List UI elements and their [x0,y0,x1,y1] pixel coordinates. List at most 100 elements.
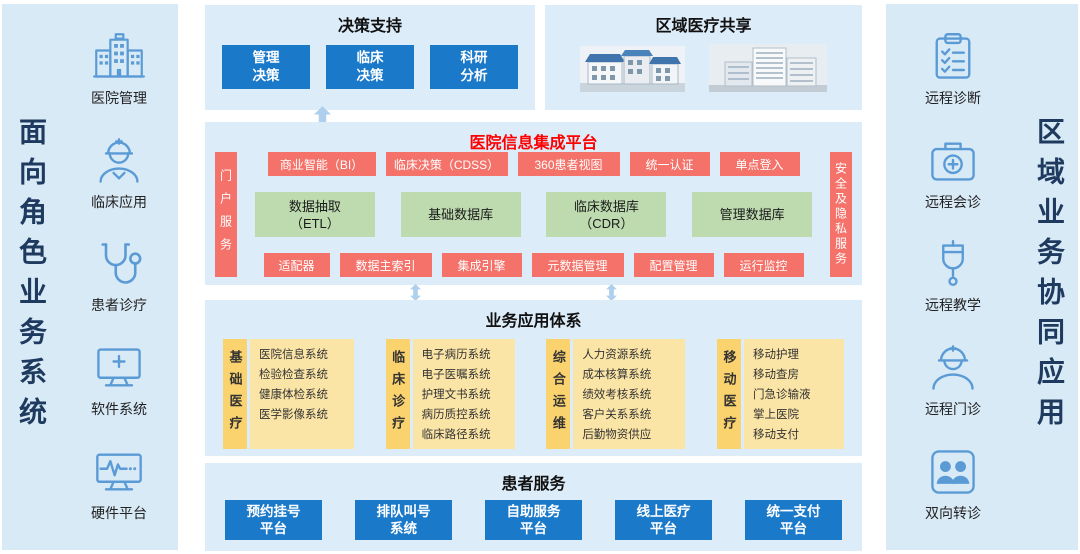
left-item-label: 临床应用 [91,193,147,210]
bi-box: 商业智能（BI） [267,152,376,176]
appointment-registration-button: 预约挂号 平台 [225,500,322,540]
right-item-two-way-referral: 双向转诊 [925,446,981,523]
left-item-label: 患者诊疗 [91,297,147,314]
left-item-clinical-application: 临床应用 [91,135,147,212]
left-panel: 面向角色业务系统 [2,4,178,550]
unified-payment-button: 统一支付 平台 [745,500,842,540]
group-basic-medical: 基础医疗 医院信息系统 检验检查系统 健康体检系统 医学影像系统 [223,339,354,449]
list-item: 绩效考核系统 [582,389,652,401]
group-list: 移动护理 移动查房 门急诊输液 掌上医院 移动支付 [743,339,844,449]
left-item-patient-care: 患者诊疗 [91,238,147,315]
list-item: 健康体检系统 [259,389,328,401]
patient-service-buttons: 预约挂号 平台 排队叫号 系统 自助服务 平台 线上医疗 平台 统一支付 平台 [205,500,862,540]
business-apps-title: 业务应用体系 [485,313,582,330]
group-clinical-care: 临床诊疗 电子病历系统 电子医嘱系统 护理文书系统 病历质控系统 临床路径系统 [385,339,515,449]
list-item: 人力资源系统 [582,349,652,361]
queue-calling-button: 排队叫号 系统 [355,500,452,540]
left-item-label: 软件系统 [91,401,147,418]
list-item: 医院信息系统 [259,349,328,361]
double-arrow-right [604,284,619,306]
list-item: 电子医嘱系统 [421,369,491,381]
cdr-box: 临床数据库 （CDR） [546,192,667,237]
management-decision-button: 管理 决策 [222,45,310,89]
base-db-box: 基础数据库 [400,192,521,237]
double-arrow-left [408,284,423,306]
hospital-photo-2 [709,44,827,92]
up-arrow [314,106,331,128]
group-list: 医院信息系统 检验检查系统 健康体检系统 医学影像系统 [250,339,354,449]
list-item: 电子病历系统 [421,349,491,361]
two-people-icon [927,446,979,498]
doctor-cap-icon [927,342,979,394]
hospital-photo-1 [580,46,685,92]
stethoscope-icon [93,238,145,290]
right-item-remote-teaching: 远程教学 [925,238,981,315]
platform-row-2: 数据抽取 （ETL） 基础数据库 临床数据库 （CDR） 管理数据库 [247,192,820,237]
right-item-remote-outpatient: 远程门诊 [925,342,981,419]
left-item-label: 硬件平台 [91,504,147,521]
research-analysis-button: 科研 分析 [430,45,518,89]
medical-kit-icon [927,135,979,187]
list-item: 移动护理 [752,349,799,361]
right-item-remote-consultation: 远程会诊 [925,135,981,212]
left-icon-list: 医院管理 临床应用 [60,4,178,550]
left-panel-title: 面向角色业务系统 [16,117,47,437]
group-label: 临床诊疗 [385,339,410,449]
list-item: 客户关系系统 [582,409,652,421]
metadata-box: 元数据管理 [531,253,624,277]
integration-platform-body: 门户服务 安全及隐私服务 商业智能（BI） 临床决策（CDSS） 360患者视图… [205,152,862,277]
list-item: 护理文书系统 [421,389,491,401]
list-item: 病历质控系统 [421,409,491,421]
adapter-box: 适配器 [263,253,330,277]
left-item-hardware-platform: 硬件平台 [91,446,147,523]
integration-platform-section: 医院信息集成平台 门户服务 安全及隐私服务 商业智能（BI） 临床决策（CDSS… [205,122,862,285]
cdss-box: 临床决策（CDSS） [385,152,508,176]
decision-support-title: 决策支持 [337,18,402,35]
runtime-monitor-box: 运行监控 [723,253,804,277]
group-list: 电子病历系统 电子医嘱系统 护理文书系统 病历质控系统 临床路径系统 [412,339,515,449]
list-item: 医学影像系统 [259,409,328,421]
group-operations: 综合运维 人力资源系统 成本核算系统 绩效考核系统 客户关系系统 后勤物资供应 [546,339,686,449]
right-item-label: 远程诊断 [925,90,981,107]
right-icon-list: 远程诊断 远程会诊 [886,4,1020,550]
platform-row-3: 适配器 数据主索引 集成引擎 元数据管理 配置管理 运行监控 [247,253,820,277]
mgmt-db-box: 管理数据库 [692,192,813,237]
clinical-decision-button: 临床 决策 [326,45,414,89]
group-mobile-medical: 移动医疗 移动护理 移动查房 门急诊输液 掌上医院 移动支付 [716,339,844,449]
mpi-box: 数据主索引 [339,253,432,277]
list-item: 掌上医院 [752,409,799,421]
hospital-building-icon [93,31,145,83]
group-label: 移动医疗 [716,339,741,449]
list-item: 门急诊输液 [752,389,811,401]
right-panel-title: 区域业务协同应用 [1034,117,1065,437]
business-groups: 基础医疗 医院信息系统 检验检查系统 健康体检系统 医学影像系统 临床诊疗 电子… [205,339,862,449]
platform-row-1: 商业智能（BI） 临床决策（CDSS） 360患者视图 统一认证 单点登入 [247,152,820,176]
right-panel: 远程诊断 远程会诊 [886,4,1078,550]
platform-rows: 商业智能（BI） 临床决策（CDSS） 360患者视图 统一认证 单点登入 数据… [247,152,820,277]
group-label: 综合运维 [546,339,571,449]
decision-buttons: 管理 决策 临床 决策 科研 分析 [205,45,535,89]
unified-auth-box: 统一认证 [629,152,710,176]
right-item-label: 远程会诊 [925,193,981,210]
integration-engine-box: 集成引擎 [441,253,522,277]
left-item-hospital-management: 医院管理 [91,31,147,108]
list-item: 移动支付 [752,429,799,441]
left-item-label: 医院管理 [91,90,147,107]
list-item: 临床路径系统 [421,429,491,441]
business-apps-section: 业务应用体系 基础医疗 医院信息系统 检验检查系统 健康体检系统 医学影像系统 … [205,300,862,456]
list-item: 成本核算系统 [582,369,652,381]
security-privacy-bar: 安全及隐私服务 [830,152,852,277]
right-item-label: 远程教学 [925,297,981,314]
list-item: 后勤物资供应 [582,429,652,441]
group-label: 基础医疗 [223,339,247,449]
patient-services-title: 患者服务 [501,476,566,493]
doctor-icon [93,135,145,187]
config-mgmt-box: 配置管理 [633,253,714,277]
clipboard-icon [927,31,979,83]
regional-sharing-section: 区域医疗共享 [545,5,862,110]
online-medical-button: 线上医疗 平台 [615,500,712,540]
integration-platform-title: 医院信息集成平台 [469,135,598,152]
decision-support-section: 决策支持 管理 决策 临床 决策 科研 分析 [205,5,535,110]
patient-services-section: 患者服务 预约挂号 平台 排队叫号 系统 自助服务 平台 线上医疗 平台 统一支… [205,463,862,551]
